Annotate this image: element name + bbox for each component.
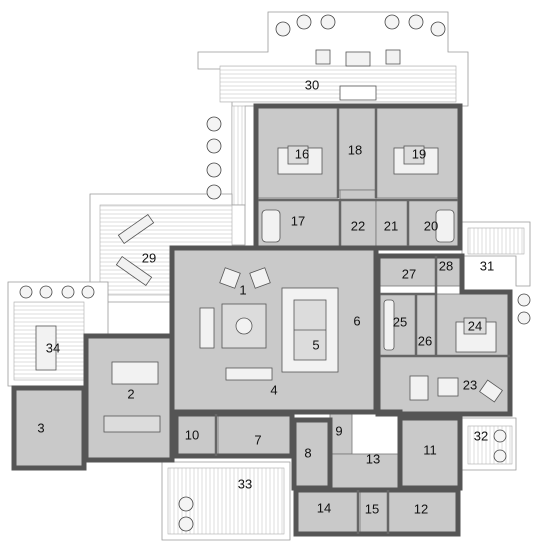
room-label-6: 6 — [353, 313, 360, 328]
room-label-17: 17 — [291, 213, 305, 228]
plant-icon — [493, 429, 507, 443]
plant-icon — [61, 285, 75, 299]
plant-icon — [493, 449, 507, 463]
bed-icon — [393, 145, 439, 175]
plant-icon — [320, 14, 336, 30]
room-label-19: 19 — [412, 146, 426, 161]
walls — [11, 103, 513, 537]
room-label-32: 32 — [474, 428, 488, 443]
room-label-16: 16 — [295, 146, 309, 161]
room-label-1: 1 — [239, 282, 246, 297]
furniture — [35, 49, 503, 433]
room-label-34: 34 — [46, 340, 60, 355]
sofa-icon — [199, 267, 273, 381]
room-label-8: 8 — [304, 445, 311, 460]
room-label-24: 24 — [468, 318, 482, 333]
room-label-12: 12 — [414, 501, 428, 516]
room-label-2: 2 — [127, 386, 134, 401]
plant-icon — [275, 21, 291, 37]
plant-icon — [81, 285, 95, 299]
plant-icon — [206, 184, 222, 200]
room-label-20: 20 — [424, 218, 438, 233]
room-label-10: 10 — [185, 427, 199, 442]
plant-icon — [430, 21, 446, 37]
room-label-33: 33 — [238, 476, 252, 491]
room-label-4: 4 — [270, 382, 277, 397]
room-label-25: 25 — [393, 314, 407, 329]
room-label-13: 13 — [366, 451, 380, 466]
sunbed-icon — [115, 256, 153, 286]
plant-icon — [178, 516, 194, 532]
plant-icon — [206, 162, 222, 178]
room-label-30: 30 — [305, 77, 319, 92]
stair-icon — [281, 287, 339, 373]
room-label-28: 28 — [439, 258, 453, 273]
bathtub-icon — [435, 209, 455, 243]
room-label-22: 22 — [351, 218, 365, 233]
plants — [19, 14, 531, 532]
bed-icon — [277, 145, 323, 175]
plant-icon — [178, 496, 194, 512]
room-label-14: 14 — [317, 500, 331, 515]
dining-table-icon — [35, 325, 57, 371]
room-label-15: 15 — [365, 501, 379, 516]
room-label-29: 29 — [142, 250, 156, 265]
bathtub-icon — [261, 209, 281, 243]
plant-icon — [206, 138, 222, 154]
room-label-31: 31 — [480, 258, 494, 273]
plant-icon — [517, 293, 531, 307]
room-label-9: 9 — [335, 423, 342, 438]
room-label-27: 27 — [402, 266, 416, 281]
room-label-18: 18 — [348, 142, 362, 157]
plant-icon — [206, 116, 222, 132]
plant-icon — [296, 14, 312, 30]
room-label-23: 23 — [463, 377, 477, 392]
dining-table-icon — [103, 361, 161, 433]
plant-icon — [517, 311, 531, 325]
room-label-26: 26 — [418, 333, 432, 348]
plant-icon — [384, 14, 400, 30]
plant-icon — [19, 285, 33, 299]
room-label-7: 7 — [254, 432, 261, 447]
room-label-21: 21 — [384, 218, 398, 233]
room-labels: 1 2 3 4 5 6 7 8 9 10 11 12 13 14 15 16 1… — [37, 77, 494, 516]
bathtub-icon — [383, 299, 395, 351]
room-label-5: 5 — [312, 337, 319, 352]
bed-icon — [455, 317, 497, 353]
room-label-3: 3 — [37, 420, 44, 435]
sunbed-icon — [117, 214, 155, 244]
plant-icon — [39, 285, 53, 299]
room-label-11: 11 — [423, 442, 437, 457]
plant-icon — [408, 14, 424, 30]
